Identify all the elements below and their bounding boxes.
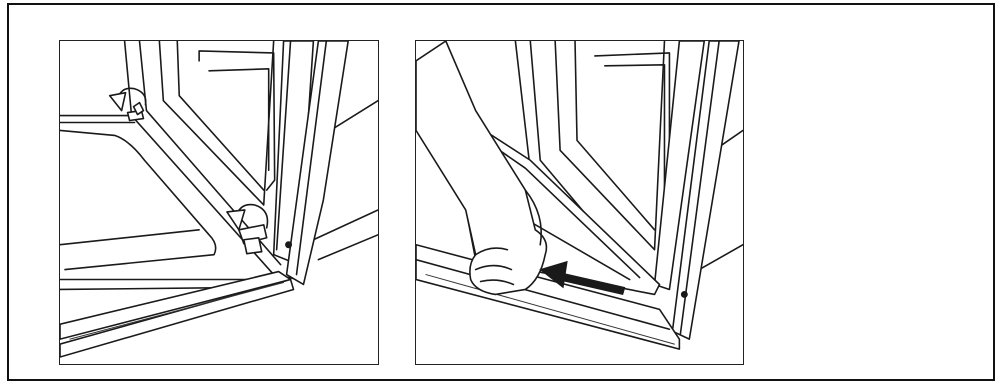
glass-removal-illustration: [416, 41, 743, 364]
panel-glass-removal: [415, 40, 744, 365]
door-frame: [274, 41, 349, 284]
door-frame: [655, 41, 739, 339]
panel-hinge-release: [59, 40, 379, 365]
oven-floor: [60, 116, 269, 290]
door-sill: [60, 272, 294, 357]
lower-hinge: [239, 225, 267, 254]
hinge-release-illustration: [60, 41, 378, 364]
